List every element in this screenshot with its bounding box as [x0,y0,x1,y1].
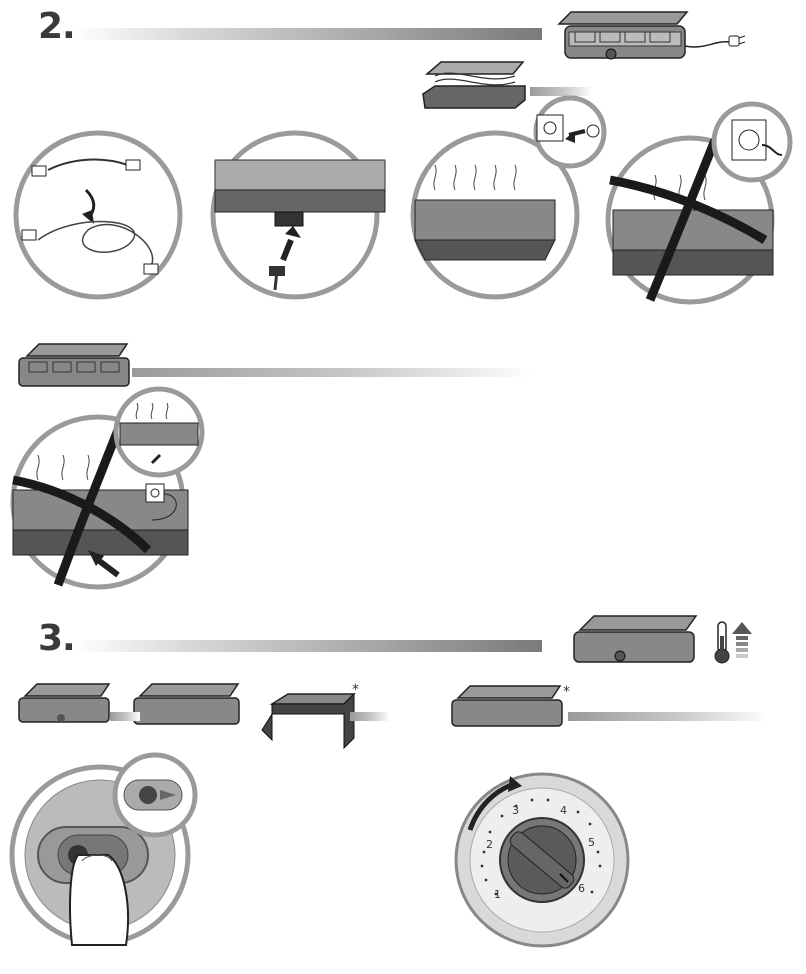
step-2-label: 2. [38,6,76,47]
dial-number-2: 2 [486,838,493,851]
sub-bar-1 [530,87,592,96]
sub-bar-4 [350,712,390,721]
grill-variant-2 [133,683,240,725]
sub-bar-3 [110,712,140,721]
sub-bar-5 [568,712,768,721]
grill-variant-1 [18,683,111,723]
folded-grill-illustration [422,61,526,109]
cord-unwind-circle [13,130,183,300]
heating-inset-circle [113,386,205,478]
socket-small-illustration [145,483,177,521]
socket-inset-circle [533,95,607,169]
grill-variant-4 [451,685,563,727]
dial-number-4: 4 [560,804,567,817]
step-3-label: 3. [38,618,76,659]
sub-bar-2 [132,368,532,377]
thermometer-up-icon [714,621,752,664]
do-not-circle-2 [605,135,775,305]
thermostat-dial[interactable]: 1 2 3 4 5 6 [452,770,632,950]
do-not-circle-3 [10,414,189,590]
step-3-header-bar [72,640,542,652]
dial-number-6: 6 [578,882,585,895]
optional-asterisk-1: * [352,682,359,698]
switch-inset-circle [112,752,198,838]
dial-number-5: 5 [588,836,595,849]
grill-variant-3 [261,692,356,750]
socket-inset-circle-2 [711,101,793,183]
optional-asterisk-2: * [563,684,570,700]
plug-into-grill-circle [210,130,386,300]
grill-small-illustration [18,343,130,387]
grill-with-cord-illustration [557,11,746,60]
dial-number-3: 3 [512,804,519,817]
grill-step3-illustration [573,615,698,663]
power-switch-circle [9,764,191,946]
step-2-header-bar [72,28,542,40]
dial-number-1: 1 [494,888,501,901]
grill-heating-circle [410,130,580,300]
